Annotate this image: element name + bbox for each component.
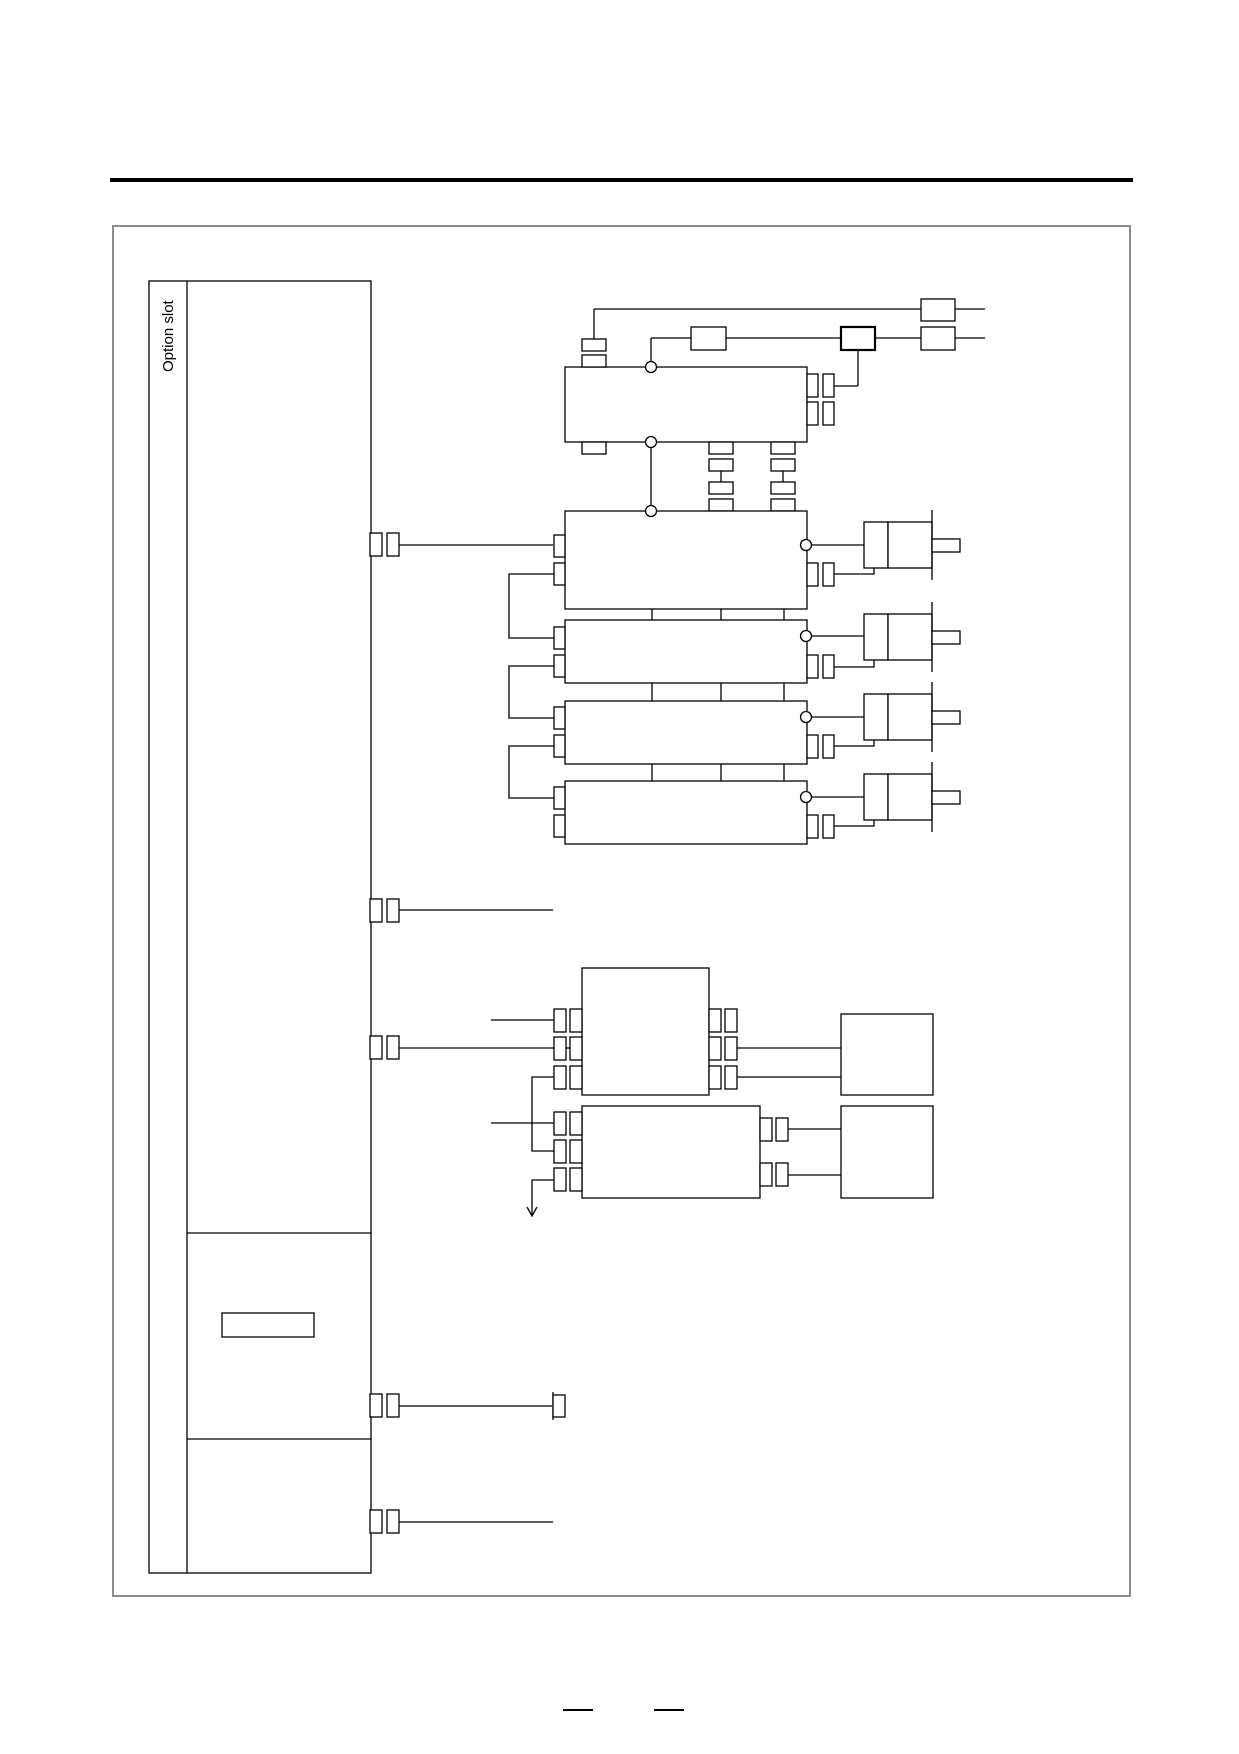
controller-connectors [369, 532, 400, 1534]
motor-3 [799, 682, 961, 752]
amplifier-stack [508, 504, 835, 845]
terminator [552, 1392, 566, 1420]
controller-cables [399, 544, 570, 1523]
diagram-frame [112, 225, 1131, 1597]
servo-motors [799, 510, 961, 832]
motor-1 [799, 510, 961, 580]
power-supply-module [564, 298, 985, 512]
motor-2 [799, 602, 961, 672]
controller-display-slot [221, 1312, 315, 1338]
io-units [491, 967, 934, 1218]
option-slot-label: Option slot [160, 300, 177, 372]
controller-unit [148, 280, 372, 1574]
motor-4 [799, 762, 961, 832]
